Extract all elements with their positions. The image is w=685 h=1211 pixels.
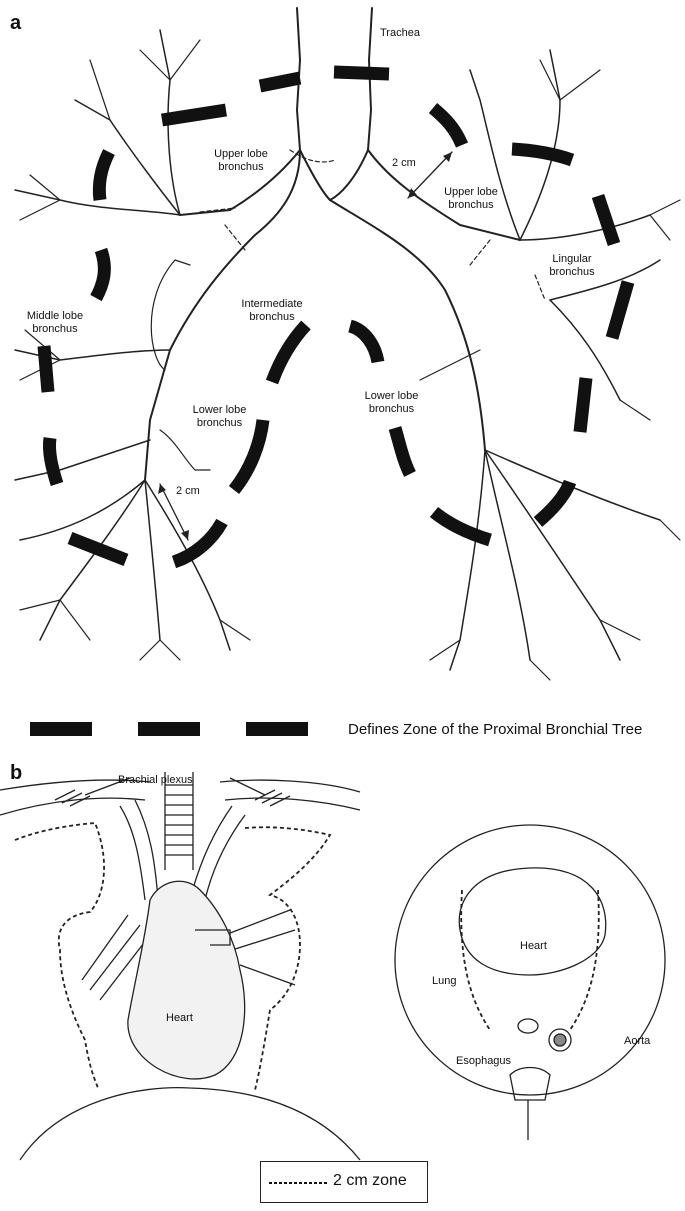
right-upper-lobe-label: Upper lobe bronchus <box>214 148 268 173</box>
distance-label-lower: 2 cm <box>176 485 200 497</box>
lingular-bronchus-label: Lingular bronchus <box>549 253 595 278</box>
legend-2cm-text: 2 cm zone <box>333 1172 407 1189</box>
trachea-label: Trachea <box>380 27 420 39</box>
middle-lobe-label: Middle lobe bronchus <box>26 310 84 335</box>
dotted-line-swatch <box>269 1182 327 1184</box>
intermediate-bronchus-label: Intermediate bronchus <box>241 298 303 323</box>
left-upper-lobe-label: Upper lobe bronchus <box>444 186 498 211</box>
right-lower-lobe-label: Lower lobe bronchus <box>192 404 247 429</box>
legend-text: Defines Zone of the Proximal Bronchial T… <box>348 721 643 738</box>
bronchial-tree-diagram <box>14 7 681 681</box>
panel-a-letter: a <box>10 12 22 34</box>
distance-label-upper: 2 cm <box>392 157 416 169</box>
brachial-plexus-label: Brachial plexus <box>118 774 193 786</box>
esophagus-label: Esophagus <box>456 1055 512 1067</box>
heart-label-axial: Heart <box>520 940 547 952</box>
heart-label-coronal: Heart <box>166 1012 193 1024</box>
aorta-label: Aorta <box>624 1035 651 1047</box>
legend-dash-swatch <box>138 722 200 736</box>
lung-label: Lung <box>432 975 457 987</box>
left-lower-lobe-label: Lower lobe bronchus <box>364 390 419 415</box>
legend-2cm-zone: 2 cm zone <box>260 1161 428 1203</box>
legend-proximal-zone: Defines Zone of the Proximal Bronchial T… <box>30 720 670 742</box>
legend-dash-swatch <box>30 722 92 736</box>
legend-dash-swatch <box>246 722 308 736</box>
panel-b-letter: b <box>10 762 23 784</box>
